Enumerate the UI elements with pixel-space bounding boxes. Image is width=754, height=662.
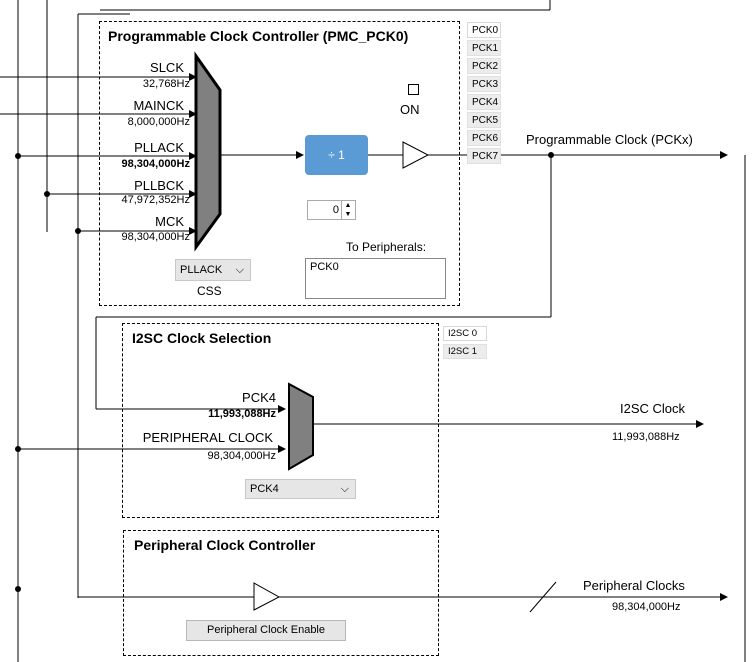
stepper-up-icon[interactable]: ▲ [341, 201, 354, 210]
chevron-down-icon: ⌵ [340, 483, 349, 495]
input-slck-label: SLCK [150, 60, 184, 75]
input-mck-value: 98,304,000Hz [121, 231, 191, 243]
tab-pck6[interactable]: PCK6 [467, 130, 501, 146]
to-peripherals-field: PCK0 [305, 258, 446, 299]
i2sc-select-value: PCK4 [250, 483, 279, 495]
peripheral-clock-enable-button[interactable]: Peripheral Clock Enable [186, 620, 346, 641]
tab-pck1[interactable]: PCK1 [467, 40, 501, 56]
chevron-down-icon: ⌵ [235, 264, 244, 276]
css-label: CSS [197, 284, 222, 298]
input-pllbck-value: 47,972,352Hz [121, 194, 191, 206]
input-mainck-value: 8,000,000Hz [127, 116, 190, 128]
i2sc-title: I2SC Clock Selection [132, 330, 272, 346]
input-pllbck-label: PLLBCK [134, 178, 184, 193]
i2sc-input-periph-value: 98,304,000Hz [207, 450, 277, 462]
css-select-value: PLLACK [180, 264, 223, 276]
to-peripherals-label: To Peripherals: [346, 240, 427, 254]
tab-i2sc1[interactable]: I2SC 1 [443, 344, 487, 359]
i2sc-input-pck4-label: PCK4 [242, 390, 276, 405]
tab-pck2[interactable]: PCK2 [467, 58, 501, 74]
pckx-output-label: Programmable Clock (PCKx) [526, 132, 693, 147]
on-checkbox[interactable] [408, 84, 419, 95]
i2sc-box [122, 323, 439, 518]
i2sc-clock-output-value: 11,993,088Hz [612, 431, 680, 443]
tab-pck3[interactable]: PCK3 [467, 76, 501, 92]
pmc-box [99, 21, 460, 306]
tab-pck5[interactable]: PCK5 [467, 112, 501, 128]
peripheral-clocks-output-value: 98,304,000Hz [612, 601, 681, 613]
tab-pck4[interactable]: PCK4 [467, 94, 501, 110]
input-pllack-label: PLLACK [134, 140, 184, 155]
tab-pck7[interactable]: PCK7 [467, 148, 501, 164]
tab-pck0[interactable]: PCK0 [467, 22, 501, 38]
on-label: ON [400, 102, 420, 117]
css-select[interactable]: PLLACK ⌵ [175, 259, 251, 281]
i2sc-clock-output-label: I2SC Clock [620, 401, 686, 416]
input-mck-label: MCK [155, 214, 184, 229]
prescaler-value: 0 [332, 204, 339, 216]
periph-title: Peripheral Clock Controller [134, 537, 316, 553]
tab-i2sc0[interactable]: I2SC 0 [443, 326, 487, 341]
input-slck-value: 32,768Hz [142, 78, 190, 90]
i2sc-input-periph-label: PERIPHERAL CLOCK [142, 430, 273, 445]
to-peripherals-value: PCK0 [310, 261, 339, 273]
prescaler-stepper[interactable]: 0 ▲ ▼ [307, 200, 356, 220]
peripheral-clocks-output-label: Peripheral Clocks [583, 578, 685, 593]
divider-label: ÷ 1 [328, 148, 345, 162]
input-mainck-label: MAINCK [133, 98, 184, 113]
input-pllack-value: 98,304,000Hz [121, 158, 191, 170]
periph-box [123, 530, 439, 656]
pmc-title: Programmable Clock Controller (PMC_PCK0) [108, 28, 409, 44]
stepper-down-icon[interactable]: ▼ [341, 210, 354, 219]
divider-block[interactable]: ÷ 1 [305, 135, 368, 175]
i2sc-input-pck4-value: 11,993,088Hz [208, 408, 276, 420]
i2sc-select[interactable]: PCK4 ⌵ [245, 479, 356, 499]
